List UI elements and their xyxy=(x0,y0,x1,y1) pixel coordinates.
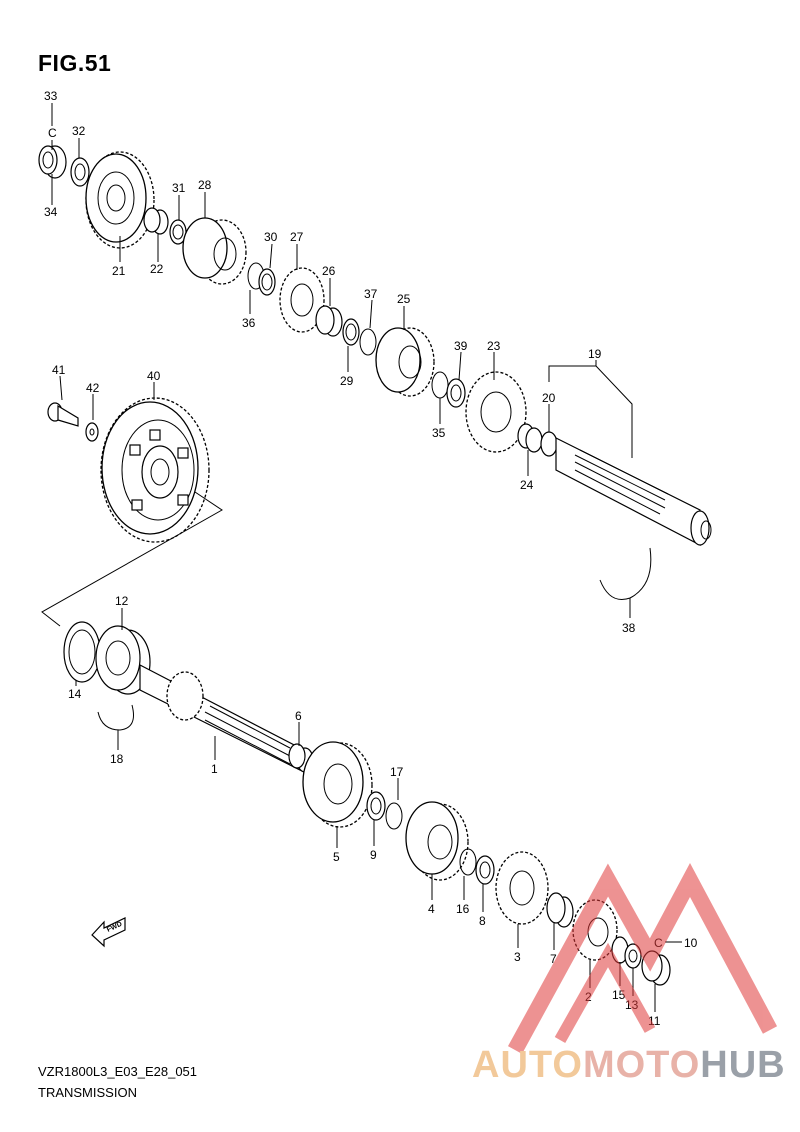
washer-36 xyxy=(258,268,276,296)
callout-33: 33 xyxy=(44,89,58,103)
driveshaft-1 xyxy=(139,664,301,771)
callout-10: 10 xyxy=(684,936,698,950)
gear-5 xyxy=(302,741,373,828)
callout-28: 28 xyxy=(198,178,212,192)
callout-14: 14 xyxy=(68,687,82,701)
callout-6: 6 xyxy=(295,709,302,723)
callout-35: 35 xyxy=(432,426,446,440)
callout-1: 1 xyxy=(211,762,218,776)
callout-19: 19 xyxy=(588,347,602,361)
leader-lines xyxy=(51,103,682,1012)
needle-bearing-34 xyxy=(38,145,67,179)
bearing-12 xyxy=(95,625,151,695)
callout-26: 26 xyxy=(322,264,336,278)
callout-38: 38 xyxy=(622,621,636,635)
gear-27 xyxy=(279,267,325,333)
callout-9: 9 xyxy=(370,848,377,862)
watermark-part-1: AUTO xyxy=(472,1044,583,1086)
callout-7: 7 xyxy=(550,952,557,966)
callout-8: 8 xyxy=(479,914,486,928)
callout-20: 20 xyxy=(542,391,556,405)
output-gear-40 xyxy=(100,397,210,543)
footer-code: VZR1800L3_E03_E28_051 xyxy=(38,1064,198,1079)
washer-29 xyxy=(342,318,360,346)
callout-24: 24 xyxy=(520,478,534,492)
callout-12: 12 xyxy=(115,594,129,608)
gear-4 xyxy=(405,801,469,881)
callout-29: 29 xyxy=(340,374,354,388)
callout-5: 5 xyxy=(333,850,340,864)
circlip-17 xyxy=(385,802,403,830)
callout-37: 37 xyxy=(364,287,378,301)
washer-9 xyxy=(366,791,386,821)
bolt-41 xyxy=(47,402,79,427)
callout-3: 3 xyxy=(514,950,521,964)
bearing-26 xyxy=(315,305,343,337)
callout-36: 36 xyxy=(242,316,256,330)
gear-28 xyxy=(182,217,247,285)
callout-21: 21 xyxy=(112,264,126,278)
callout-30: 30 xyxy=(264,230,278,244)
callout-labels: 33 C 34 32 31 28 21 22 30 27 36 26 37 25… xyxy=(44,89,698,1028)
countershaft-19 xyxy=(555,437,712,546)
gear-23 xyxy=(465,371,527,453)
callout-23: 23 xyxy=(487,339,501,353)
callout-18: 18 xyxy=(110,752,124,766)
footer-name: TRANSMISSION xyxy=(38,1085,137,1100)
callout-4: 4 xyxy=(428,902,435,916)
washer-42 xyxy=(85,422,99,442)
callout-39: 39 xyxy=(454,339,468,353)
gear-25 xyxy=(375,327,435,397)
gear-3 xyxy=(495,851,549,925)
watermark-part-3: HUB xyxy=(700,1044,786,1086)
callout-32: 32 xyxy=(72,124,86,138)
callout-22: 22 xyxy=(150,262,164,276)
callout-42: 42 xyxy=(86,381,100,395)
washer-32 xyxy=(70,157,90,187)
watermark-part-2: MOTO xyxy=(582,1044,701,1086)
bushing-22 xyxy=(143,207,169,235)
callout-27: 27 xyxy=(290,230,304,244)
callout-34: 34 xyxy=(44,205,58,219)
gear-21 xyxy=(85,151,155,249)
washer-39 xyxy=(446,378,466,408)
figure-title: FIG.51 xyxy=(38,50,112,76)
circlip-37 xyxy=(359,328,377,356)
callout-31: 31 xyxy=(172,181,186,195)
bearing-7 xyxy=(546,892,574,928)
circlip-16 xyxy=(459,848,477,876)
washer-8 xyxy=(475,855,495,885)
callout-41: 41 xyxy=(52,363,66,377)
callout-25: 25 xyxy=(397,292,411,306)
fwd-arrow-icon xyxy=(91,917,126,948)
callout-40: 40 xyxy=(147,369,161,383)
watermark-text: AUTOMOTOHUB xyxy=(472,1044,786,1087)
c-mark: C xyxy=(48,126,57,140)
callout-17: 17 xyxy=(390,765,404,779)
callout-16: 16 xyxy=(456,902,470,916)
circlip-18 xyxy=(97,704,134,731)
